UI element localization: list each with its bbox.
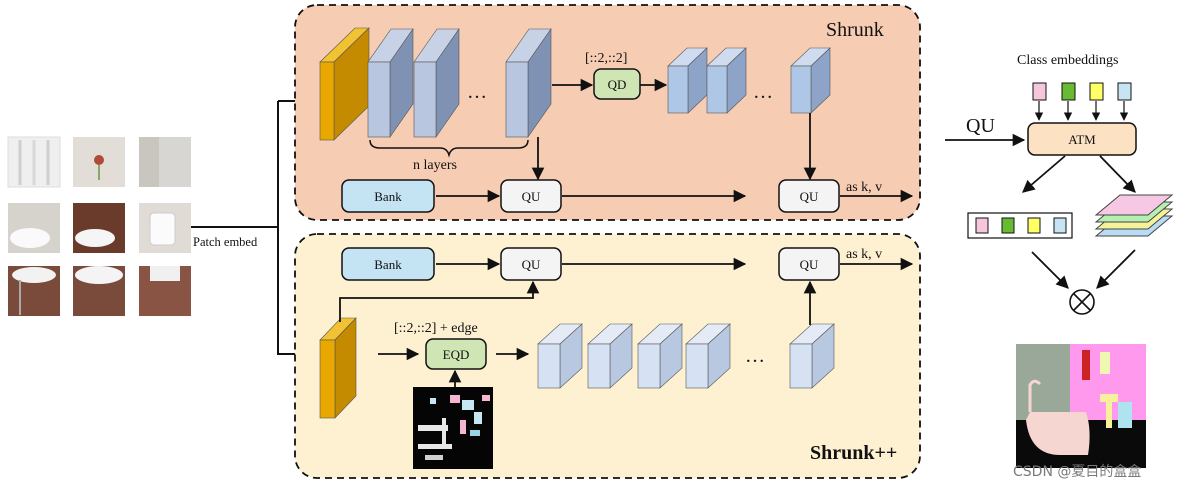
- ellipsis-top-1: …: [467, 81, 487, 103]
- downsample-label-top: [::2,::2]: [585, 51, 627, 66]
- encoder-layer-block: [413, 28, 460, 138]
- ellipsis-bottom: …: [745, 345, 765, 367]
- bank-box-bottom: [341, 247, 435, 281]
- shrunk-title: Shrunk: [826, 19, 884, 41]
- encoder-layer-block: [367, 28, 414, 138]
- stage2-block: [706, 47, 747, 114]
- svg-text:QU: QU: [800, 189, 819, 204]
- qu-label-decoder: QU: [966, 115, 995, 137]
- svg-text:QD: QD: [608, 77, 627, 92]
- ellipsis-top-2: …: [753, 81, 773, 103]
- shrunk-pp-title: Shrunk++: [810, 442, 897, 464]
- class-token: [1089, 82, 1104, 101]
- qu-box-top-2: [778, 179, 840, 213]
- kv-label-bottom: as k, v: [846, 247, 882, 262]
- bottom-stage-block: [637, 323, 683, 389]
- svg-text:Bank: Bank: [374, 257, 402, 272]
- input-image-grid: [7, 136, 191, 316]
- bank-box-top: [341, 179, 435, 213]
- n-layers-label: n layers: [413, 158, 457, 173]
- class-embeddings-label: Class embeddings: [1017, 53, 1119, 68]
- class-embedding-tokens: [1032, 82, 1132, 121]
- svg-text:EQD: EQD: [443, 347, 470, 362]
- qu-box-top-1: [500, 179, 562, 213]
- stage2-block: [667, 47, 708, 114]
- class-token: [1117, 82, 1132, 101]
- atm-box: [1027, 122, 1137, 156]
- patch-embed-label: Patch embed: [193, 235, 258, 249]
- patch-embed-block-bottom: [319, 317, 357, 419]
- bottom-stage-block: [789, 323, 835, 389]
- svg-text:QU: QU: [522, 257, 541, 272]
- encoder-layer-block: [505, 28, 552, 138]
- class-token: [1032, 82, 1047, 101]
- svg-text:QU: QU: [800, 257, 819, 272]
- patch-embed-block-top: [319, 27, 370, 141]
- stage2-block: [790, 47, 831, 114]
- class-token-strip: [967, 212, 1073, 239]
- product-operator: [1069, 289, 1095, 315]
- svg-text:ATM: ATM: [1068, 132, 1096, 147]
- svg-text:QU: QU: [522, 189, 541, 204]
- qd-box: [593, 68, 641, 100]
- qu-box-bottom-1: [500, 247, 562, 281]
- stacked-masks: [1094, 194, 1174, 237]
- svg-text:Bank: Bank: [374, 189, 402, 204]
- bottom-stage-block: [685, 323, 731, 389]
- watermark: CSDN @夏目的盒盒: [1013, 463, 1141, 480]
- segmentation-output-image: [1016, 344, 1146, 468]
- qu-box-bottom-2: [778, 247, 840, 281]
- bottom-stage-block: [537, 323, 583, 389]
- eqd-box: [425, 338, 487, 370]
- downsample-label-bottom: [::2,::2] + edge: [394, 321, 478, 336]
- n-layers-brace: [369, 139, 529, 158]
- class-token: [1061, 82, 1076, 101]
- bottom-stage-block: [587, 323, 633, 389]
- edge-map-image: [413, 387, 493, 469]
- kv-label-top: as k, v: [846, 180, 882, 195]
